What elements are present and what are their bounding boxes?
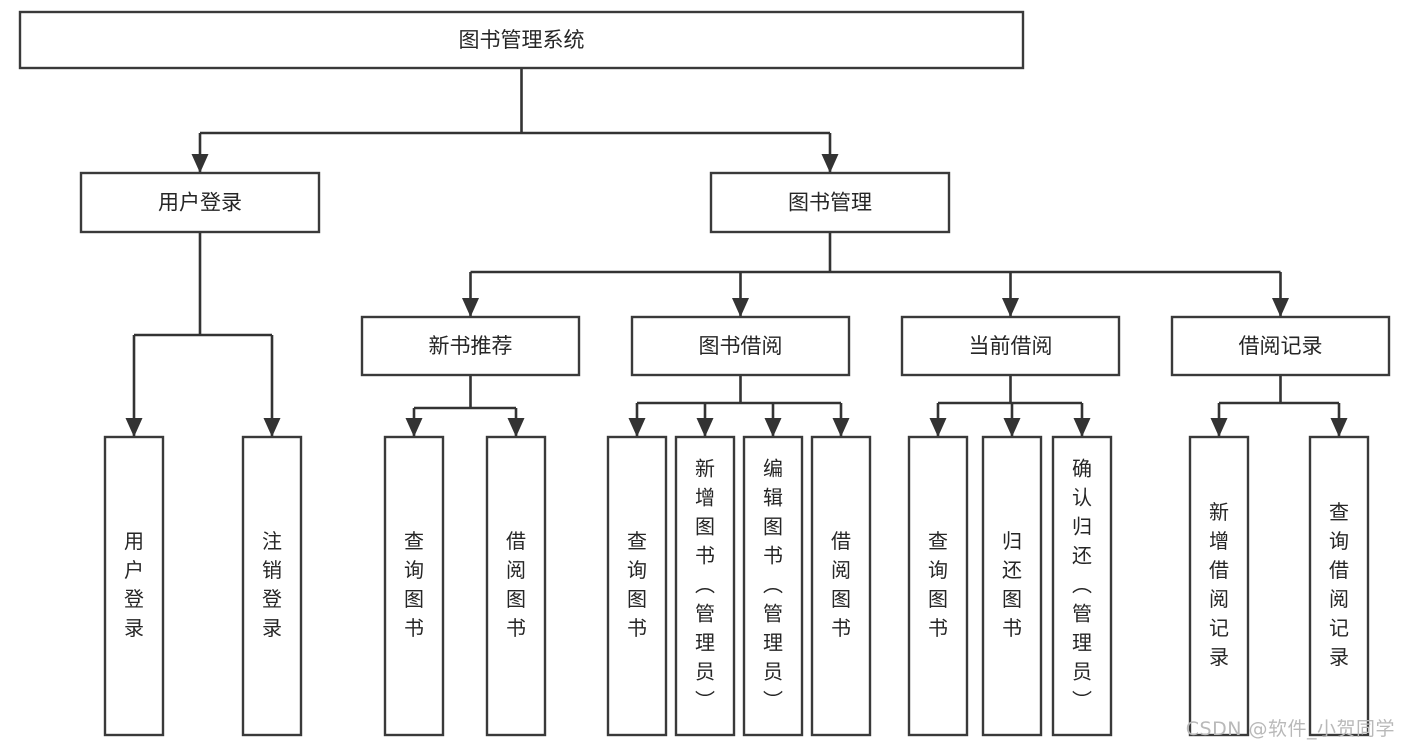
arrow-head-icon — [696, 418, 714, 437]
arrow-head-icon — [832, 418, 850, 437]
node-box[interactable] — [630, 315, 851, 377]
node-box[interactable] — [103, 435, 165, 737]
node-label: 查询图书 — [928, 529, 948, 640]
node-box[interactable] — [383, 435, 445, 737]
node-root-0[interactable]: 图书管理系统 — [18, 10, 1025, 70]
node-leaf-10[interactable]: 确认归还︵管理员︶ — [1051, 435, 1113, 737]
arrow-head-icon — [1002, 298, 1019, 317]
arrow-head-icon — [1330, 418, 1348, 437]
node-label: 编辑图书︵管理员︶ — [763, 457, 783, 713]
node-leaf-5[interactable]: 新增图书︵管理员︶ — [674, 435, 736, 737]
node-box[interactable] — [981, 435, 1043, 737]
node-label: 新增借阅记录 — [1209, 500, 1229, 669]
arrow-head-icon — [1073, 418, 1091, 437]
node-label: 查询借阅记录 — [1329, 500, 1349, 669]
arrow-head-icon — [732, 298, 749, 317]
node-leaf-1[interactable]: 注销登录 — [241, 435, 303, 737]
node-level1-1[interactable]: 图书管理 — [709, 171, 951, 234]
arrow-head-icon — [1272, 298, 1289, 317]
node-label: 归还图书 — [1002, 529, 1022, 640]
arrow-head-icon — [125, 418, 143, 437]
arrow-head-icon — [263, 418, 281, 437]
node-box[interactable] — [241, 435, 303, 737]
node-box[interactable] — [907, 435, 969, 737]
node-box[interactable] — [709, 171, 951, 234]
node-label: 用户登录 — [158, 191, 242, 215]
node-label: 图书管理系统 — [459, 28, 585, 52]
node-label: 当前借阅 — [969, 334, 1053, 358]
node-box[interactable] — [900, 315, 1121, 377]
node-box[interactable] — [1170, 315, 1391, 377]
node-label: 查询图书 — [404, 529, 424, 640]
node-box[interactable] — [360, 315, 581, 377]
node-leaf-9[interactable]: 归还图书 — [981, 435, 1043, 737]
node-label: 确认归还︵管理员︶ — [1072, 457, 1092, 713]
arrow-head-icon — [821, 154, 839, 173]
node-label: 注销登录 — [262, 529, 282, 640]
node-box[interactable] — [1051, 435, 1113, 737]
node-level2-1[interactable]: 图书借阅 — [630, 315, 851, 377]
node-label: 图书管理 — [788, 191, 872, 215]
node-layer: 图书管理系统用户登录图书管理新书推荐图书借阅当前借阅借阅记录用户登录注销登录查询… — [18, 10, 1391, 737]
connector-layer — [125, 68, 1348, 437]
node-label: 借阅图书 — [506, 529, 526, 640]
arrow-head-icon — [1003, 418, 1021, 437]
node-label: 借阅记录 — [1239, 334, 1323, 358]
node-box[interactable] — [18, 10, 1025, 70]
arrow-head-icon — [929, 418, 947, 437]
node-level1-0[interactable]: 用户登录 — [79, 171, 321, 234]
node-leaf-11[interactable]: 新增借阅记录 — [1188, 435, 1250, 737]
arrow-head-icon — [507, 418, 525, 437]
node-label: 图书借阅 — [699, 334, 783, 358]
node-box[interactable] — [485, 435, 547, 737]
node-label: 借阅图书 — [831, 529, 851, 640]
node-box[interactable] — [742, 435, 804, 737]
arrow-head-icon — [764, 418, 782, 437]
node-leaf-12[interactable]: 查询借阅记录 — [1308, 435, 1370, 737]
node-box[interactable] — [810, 435, 872, 737]
node-level2-3[interactable]: 借阅记录 — [1170, 315, 1391, 377]
node-box[interactable] — [1308, 435, 1370, 737]
node-level2-2[interactable]: 当前借阅 — [900, 315, 1121, 377]
arrow-head-icon — [191, 154, 209, 173]
node-leaf-0[interactable]: 用户登录 — [103, 435, 165, 737]
arrow-head-icon — [1210, 418, 1228, 437]
node-box[interactable] — [674, 435, 736, 737]
node-label: 新书推荐 — [429, 334, 513, 358]
csdn-watermark: CSDN @软件_小贺同学 — [1185, 718, 1395, 740]
node-leaf-7[interactable]: 借阅图书 — [810, 435, 872, 737]
arrow-head-icon — [405, 418, 423, 437]
node-level2-0[interactable]: 新书推荐 — [360, 315, 581, 377]
arrow-head-icon — [628, 418, 646, 437]
node-leaf-8[interactable]: 查询图书 — [907, 435, 969, 737]
node-leaf-3[interactable]: 借阅图书 — [485, 435, 547, 737]
node-leaf-4[interactable]: 查询图书 — [606, 435, 668, 737]
node-label: 新增图书︵管理员︶ — [695, 457, 715, 713]
node-label: 查询图书 — [627, 529, 647, 640]
node-leaf-2[interactable]: 查询图书 — [383, 435, 445, 737]
node-leaf-6[interactable]: 编辑图书︵管理员︶ — [742, 435, 804, 737]
node-label: 用户登录 — [124, 529, 144, 640]
node-box[interactable] — [1188, 435, 1250, 737]
arrow-head-icon — [462, 298, 479, 317]
node-box[interactable] — [79, 171, 321, 234]
node-box[interactable] — [606, 435, 668, 737]
